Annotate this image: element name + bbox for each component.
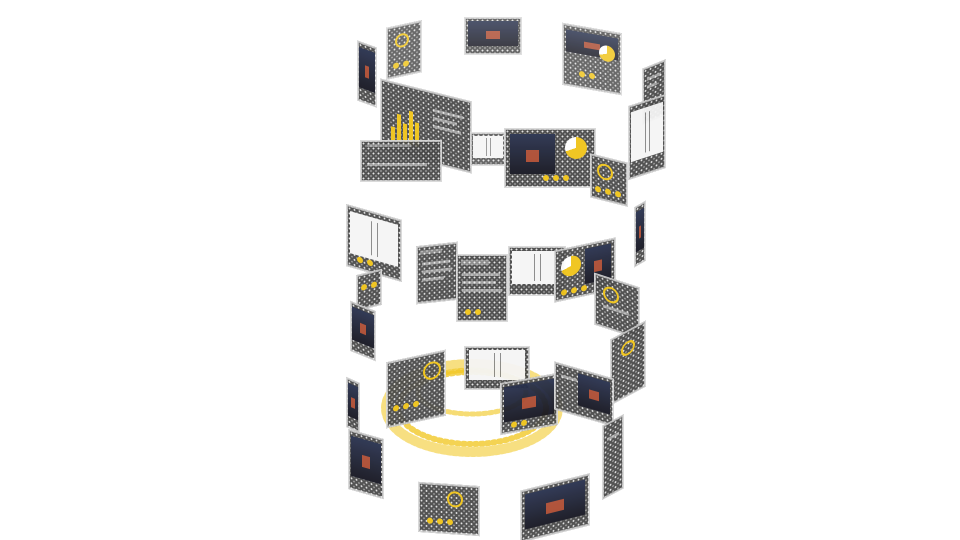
gallery-panel-chart[interactable] bbox=[386, 349, 446, 429]
gallery-panel-chart[interactable] bbox=[554, 361, 614, 427]
gallery-panel-sketch[interactable] bbox=[464, 346, 530, 390]
gallery-panel-text[interactable] bbox=[416, 241, 458, 305]
gallery-panel-chart[interactable] bbox=[418, 481, 480, 537]
gallery-panel-chart[interactable] bbox=[562, 22, 622, 96]
gallery-panel-sketch[interactable] bbox=[470, 132, 506, 166]
gallery-panel-photo[interactable] bbox=[357, 40, 377, 108]
gallery-panel-photo[interactable] bbox=[464, 17, 522, 55]
gallery-panel-photo[interactable] bbox=[634, 200, 646, 268]
gallery-panel-sketch[interactable] bbox=[628, 93, 666, 181]
gallery-panel-photo[interactable] bbox=[348, 428, 384, 500]
gallery-panel-photo[interactable] bbox=[346, 376, 360, 434]
gallery-panel-photo[interactable] bbox=[520, 473, 590, 540]
gallery-panel-text[interactable] bbox=[456, 254, 508, 322]
gallery-panel-photo[interactable] bbox=[350, 300, 376, 362]
gallery-panel-chart[interactable] bbox=[590, 153, 628, 207]
gallery-panel-chart[interactable] bbox=[610, 320, 646, 406]
gallery-panel-text[interactable] bbox=[360, 140, 442, 182]
gallery-panel-photo[interactable] bbox=[500, 372, 558, 436]
gallery-panel-chart[interactable] bbox=[504, 128, 596, 188]
gallery-panel-chart[interactable] bbox=[386, 20, 422, 80]
gallery-panel-text[interactable] bbox=[602, 414, 624, 500]
